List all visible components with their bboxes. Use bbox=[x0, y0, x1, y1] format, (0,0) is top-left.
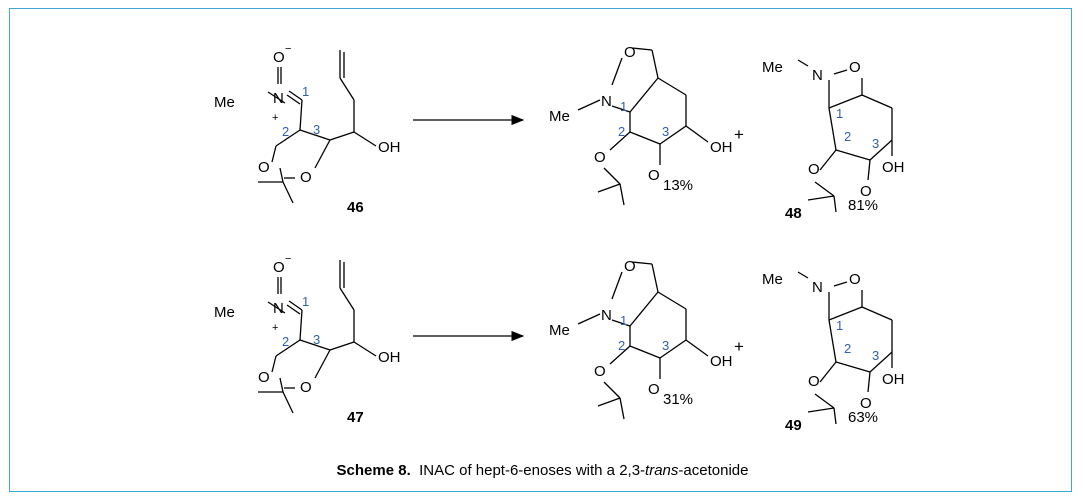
locant-3: 3 bbox=[313, 122, 320, 137]
product-a-row2 bbox=[577, 261, 709, 420]
locant-3: 3 bbox=[662, 338, 669, 353]
yield-label: 13% bbox=[663, 177, 693, 194]
methyl-label: Me bbox=[549, 322, 570, 339]
product-a-row1-labels: O N Me O O OH 1 2 3 13% bbox=[549, 44, 733, 194]
hydroxyl-label: OH bbox=[710, 353, 733, 370]
locant-1: 1 bbox=[302, 294, 309, 309]
locant-2: 2 bbox=[844, 341, 851, 356]
ring-oxygen-label: O bbox=[648, 381, 660, 398]
methyl-label: Me bbox=[214, 304, 235, 321]
oxygen-label: O bbox=[624, 44, 636, 61]
reactant-46-labels: Me N + O − O O OH 1 2 3 46 bbox=[214, 43, 401, 216]
scheme-frame bbox=[9, 8, 1072, 492]
ring-oxygen-label: O bbox=[808, 161, 820, 178]
oxygen-label: O bbox=[849, 59, 861, 76]
positive-charge: + bbox=[272, 112, 278, 124]
oxide-oxygen-label: O bbox=[273, 49, 285, 66]
product-b-row2 bbox=[797, 271, 893, 425]
locant-2: 2 bbox=[282, 334, 289, 349]
nitrogen-label: N bbox=[812, 67, 823, 84]
locant-2: 2 bbox=[618, 124, 625, 139]
methyl-label: Me bbox=[549, 108, 570, 125]
compound-number: 47 bbox=[347, 409, 364, 426]
hydroxyl-label: OH bbox=[710, 139, 733, 156]
locant-1: 1 bbox=[302, 84, 309, 99]
locant-2: 2 bbox=[282, 124, 289, 139]
ring-oxygen-label: O bbox=[808, 373, 820, 390]
scheme-caption: Scheme 8. INAC of hept-6-enoses with a 2… bbox=[0, 462, 1085, 479]
hydroxyl-label: OH bbox=[882, 371, 905, 388]
locant-1: 1 bbox=[836, 318, 843, 333]
locant-3: 3 bbox=[872, 348, 879, 363]
nitrogen-label: N bbox=[273, 90, 284, 107]
caption-label: Scheme 8. bbox=[336, 462, 411, 479]
product-b-row1 bbox=[797, 59, 893, 213]
locant-1: 1 bbox=[836, 106, 843, 121]
oxide-oxygen-label: O bbox=[273, 259, 285, 276]
ring-oxygen-label: O bbox=[594, 149, 606, 166]
reactant-46 bbox=[258, 50, 377, 204]
reactant-47 bbox=[258, 260, 377, 414]
caption-text-before: INAC of hept-6-enoses with a 2,3- bbox=[419, 462, 646, 479]
reactant-47-labels: Me N + O − O O OH 1 2 3 47 bbox=[214, 253, 401, 426]
methyl-label: Me bbox=[762, 59, 783, 76]
yield-label: 63% bbox=[848, 409, 878, 426]
yield-label: 31% bbox=[663, 391, 693, 408]
methyl-label: Me bbox=[762, 271, 783, 288]
yield-label: 81% bbox=[848, 197, 878, 214]
ring-oxygen-label: O bbox=[594, 363, 606, 380]
locant-3: 3 bbox=[872, 136, 879, 151]
compound-number: 48 bbox=[785, 205, 802, 222]
methyl-label: Me bbox=[214, 94, 235, 111]
negative-charge: − bbox=[285, 43, 291, 55]
caption-text-after: -acetonide bbox=[678, 462, 749, 479]
locant-1: 1 bbox=[620, 99, 627, 114]
compound-number: 46 bbox=[347, 199, 364, 216]
nitrogen-label: N bbox=[273, 300, 284, 317]
ring-oxygen-label: O bbox=[258, 159, 270, 176]
product-a-row1 bbox=[577, 47, 709, 206]
plus-sign: + bbox=[734, 125, 744, 144]
locant-3: 3 bbox=[662, 124, 669, 139]
ring-oxygen-label: O bbox=[860, 395, 872, 412]
product-b-row2-labels: Me N O O O OH 1 2 3 49 63% bbox=[762, 271, 905, 434]
nitrogen-label: N bbox=[812, 279, 823, 296]
caption-text-italic: trans bbox=[645, 462, 679, 479]
locant-2: 2 bbox=[844, 129, 851, 144]
plus-sign: + bbox=[734, 337, 744, 356]
positive-charge: + bbox=[272, 322, 278, 334]
locant-2: 2 bbox=[618, 338, 625, 353]
ring-oxygen-label: O bbox=[648, 167, 660, 184]
nitrogen-label: N bbox=[601, 93, 612, 110]
hydroxyl-label: OH bbox=[378, 139, 401, 156]
product-b-row1-labels: Me N O O O OH 1 2 3 48 81% bbox=[762, 59, 905, 222]
hydroxyl-label: OH bbox=[882, 159, 905, 176]
ring-oxygen-label: O bbox=[860, 183, 872, 200]
ring-oxygen-label: O bbox=[300, 169, 312, 186]
oxygen-label: O bbox=[849, 271, 861, 288]
nitrogen-label: N bbox=[601, 307, 612, 324]
oxygen-label: O bbox=[624, 258, 636, 275]
ring-oxygen-label: O bbox=[258, 369, 270, 386]
locant-1: 1 bbox=[620, 313, 627, 328]
hydroxyl-label: OH bbox=[378, 349, 401, 366]
product-a-row2-labels: O N Me O O OH 1 2 3 31% bbox=[549, 258, 733, 408]
locant-3: 3 bbox=[313, 332, 320, 347]
negative-charge: − bbox=[285, 253, 291, 265]
compound-number: 49 bbox=[785, 417, 802, 434]
ring-oxygen-label: O bbox=[300, 379, 312, 396]
